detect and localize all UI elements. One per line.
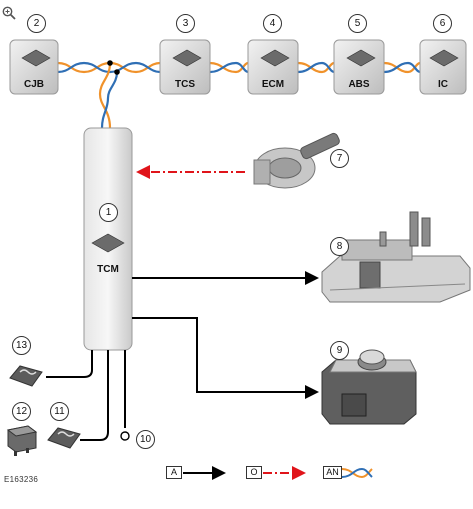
valve-body-drawing	[321, 211, 471, 303]
zoom-icon[interactable]	[2, 6, 16, 20]
callout-rotary-selector: 9	[330, 341, 349, 360]
fuse-13-drawing	[9, 365, 43, 387]
chip-icons	[21, 49, 459, 67]
callout-selector-lever: 7	[330, 149, 349, 168]
callout-ecm-number: 4	[263, 14, 282, 33]
callout-relay-12: 12	[12, 402, 31, 421]
module-label-ic: IC	[438, 79, 448, 90]
callout-tcm-number: 1	[99, 203, 118, 222]
ground-eyelet	[120, 431, 130, 441]
fuse-11-drawing	[47, 427, 81, 449]
callout-ground: 10	[136, 430, 155, 449]
rotary-selector-arrow	[132, 317, 319, 399]
module-label-cjb: CJB	[23, 79, 44, 90]
rotary-selector-drawing	[321, 349, 417, 425]
tcm-chip-icon	[91, 233, 125, 253]
figure-id: E163236	[4, 475, 39, 484]
callout-tcs-number: 3	[176, 14, 195, 33]
callout-cjb-number: 2	[27, 14, 46, 33]
callout-ic-number: 6	[433, 14, 452, 33]
fuse13-wire	[46, 350, 93, 378]
legend-an-twist	[341, 467, 373, 479]
callout-fuse-11: 11	[50, 402, 69, 421]
relay-12-drawing	[6, 425, 38, 456]
callout-fuse-13: 13	[12, 336, 31, 355]
module-label-ecm: ECM	[261, 79, 285, 90]
can-bus	[57, 61, 421, 129]
module-label-tcs: TCS	[175, 79, 195, 90]
fuse11-wire	[80, 350, 109, 441]
module-label-tcm: TCM	[97, 264, 119, 275]
legend-a-box: A	[166, 466, 182, 479]
callout-abs-number: 5	[348, 14, 367, 33]
junction-dot	[107, 60, 113, 66]
junction-dot	[114, 69, 120, 75]
callout-valve-body: 8	[330, 237, 349, 256]
module-label-abs: ABS	[348, 79, 370, 90]
selector-lever-drawing	[253, 132, 340, 189]
module-boxes	[9, 39, 467, 95]
legend-an-box: AN	[323, 466, 342, 479]
legend-o-box: O	[246, 466, 262, 479]
